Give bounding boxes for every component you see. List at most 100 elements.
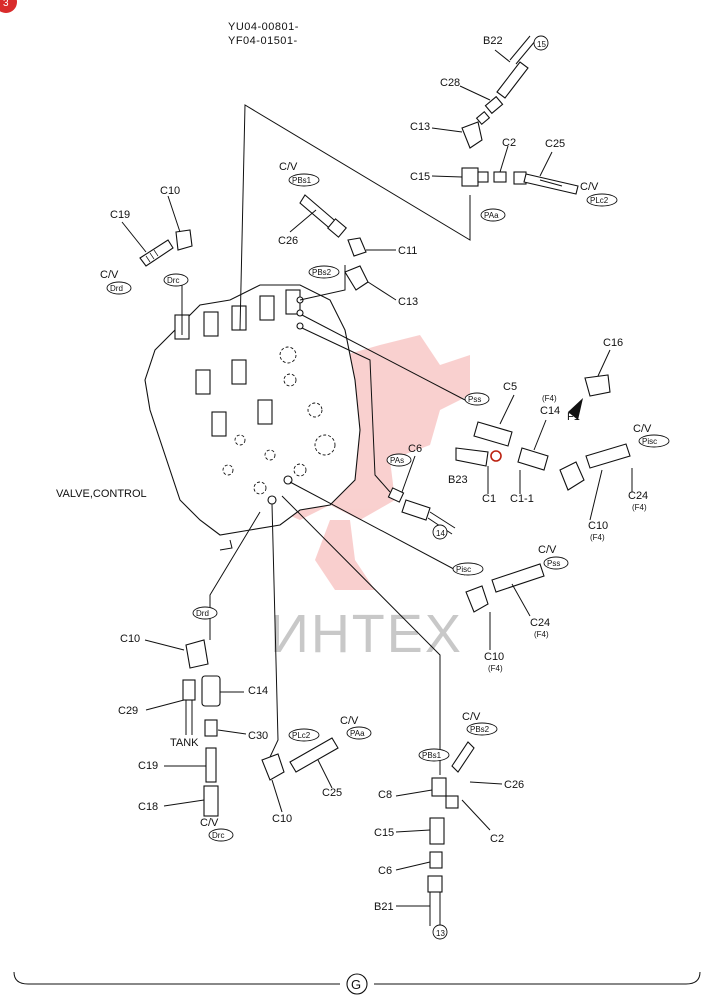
callout-cvb: C/V bbox=[279, 161, 298, 173]
callout-text: C19 bbox=[110, 209, 130, 221]
callout-text: PLc2 bbox=[590, 196, 609, 205]
callout-c14a: C14 bbox=[540, 405, 560, 417]
callout-text: C13 bbox=[398, 296, 418, 308]
callout-c15b: C15 bbox=[374, 827, 394, 839]
c6-b23-assembly bbox=[387, 487, 456, 535]
callout-drd-b: Drd bbox=[192, 606, 218, 620]
header-serial-2: YF04-01501- bbox=[228, 35, 298, 47]
callout-c24b: C24 bbox=[530, 617, 550, 629]
callout-text: Drc bbox=[167, 276, 179, 285]
callout-cvc: C/V bbox=[100, 269, 119, 281]
right-upper-fittings bbox=[455, 374, 631, 491]
callout-c19b: C19 bbox=[138, 760, 158, 772]
callout-text: C/V bbox=[100, 269, 119, 281]
callout-text: C10 bbox=[272, 813, 292, 825]
callout-text: C5 bbox=[503, 381, 517, 393]
callout-text: C10 bbox=[484, 651, 504, 663]
callout-text: PAa bbox=[484, 211, 499, 220]
callout-c13a: C13 bbox=[410, 121, 430, 133]
callout-text: B21 bbox=[374, 901, 394, 913]
left-c19-c10-assembly bbox=[139, 229, 193, 267]
callout-text: C24 bbox=[628, 490, 648, 502]
callout-c19a: C19 bbox=[110, 209, 130, 221]
callout-cvg: C/V bbox=[340, 715, 359, 727]
callout-pas: PAs bbox=[386, 453, 412, 467]
callout-text: C/V bbox=[279, 161, 298, 173]
callout-b23: B23 bbox=[448, 474, 468, 486]
header-serial-1: YU04-00801- bbox=[228, 21, 299, 33]
callout-c6a: C6 bbox=[408, 443, 422, 455]
callout-c15: 15 bbox=[533, 35, 549, 51]
callout-cvd: C/V bbox=[633, 423, 652, 435]
callout-f4d: (F4) bbox=[534, 630, 549, 639]
callout-text: (F4) bbox=[632, 503, 647, 512]
callout-pbs1a: PBs1 bbox=[288, 173, 320, 187]
control-valve-body bbox=[144, 284, 361, 551]
callout-c30: C30 bbox=[248, 730, 268, 742]
callout-text: C15 bbox=[410, 171, 430, 183]
c26-hose-assembly bbox=[299, 194, 369, 291]
corner-badge: 3 bbox=[0, 0, 17, 13]
callout-c28: C28 bbox=[440, 77, 460, 89]
callout-c2b: C2 bbox=[490, 833, 504, 845]
callout-text: C18 bbox=[138, 801, 158, 813]
callout-c1: C1 bbox=[482, 493, 496, 505]
callout-text: 14 bbox=[436, 529, 445, 538]
callout-c25b: C25 bbox=[322, 787, 342, 799]
page-marker-text: G bbox=[351, 977, 361, 992]
label-leaders bbox=[121, 49, 633, 907]
callout-cvh: C/V bbox=[462, 711, 481, 723]
callout-text: Drc bbox=[212, 831, 224, 840]
callout-text: C/V bbox=[462, 711, 481, 723]
callout-text: C29 bbox=[118, 705, 138, 717]
callout-text: C/V bbox=[340, 715, 359, 727]
callout-c10d: C10 bbox=[120, 633, 140, 645]
callout-c10c: C10 bbox=[484, 651, 504, 663]
lower-c10-c25-assembly bbox=[261, 737, 339, 781]
callout-pss-a: Pss bbox=[464, 392, 490, 406]
callout-c5: C5 bbox=[503, 381, 517, 393]
callout-c14: 14 bbox=[432, 524, 448, 540]
callout-f4c: (F4) bbox=[590, 533, 605, 542]
callout-text: C14 bbox=[248, 685, 268, 697]
watermark-text: ИНТЕХ bbox=[270, 604, 463, 664]
callout-b22: B22 bbox=[483, 35, 503, 47]
callout-cve: C/V bbox=[538, 544, 557, 556]
callout-text: C24 bbox=[530, 617, 550, 629]
callout-text: C1-1 bbox=[510, 493, 534, 505]
callout-c1-1: C1-1 bbox=[510, 493, 534, 505]
lower-right-fitting-stack bbox=[427, 741, 475, 926]
callout-pbs1b: PBs1 bbox=[418, 748, 450, 762]
callout-text: C/V bbox=[200, 817, 219, 829]
callout-text: C15 bbox=[374, 827, 394, 839]
callout-text: PAs bbox=[390, 456, 404, 465]
callout-drc-a: Drc bbox=[163, 273, 189, 287]
callout-c8: C8 bbox=[378, 789, 392, 801]
callout-text: PBs1 bbox=[292, 176, 312, 185]
callout-c16: C16 bbox=[603, 337, 623, 349]
callout-c24a: C24 bbox=[628, 490, 648, 502]
callout-c18: C18 bbox=[138, 801, 158, 813]
callout-c6b: C6 bbox=[378, 865, 392, 877]
callout-c14b: C14 bbox=[248, 685, 268, 697]
callout-text: (F4) bbox=[590, 533, 605, 542]
pipe-routing-lines bbox=[181, 104, 471, 775]
callout-text: Pisc bbox=[456, 565, 471, 574]
callout-text: C2 bbox=[490, 833, 504, 845]
callout-c11: C11 bbox=[398, 245, 417, 257]
callout-text: Pisc bbox=[642, 437, 657, 446]
callout-plc2b: PLc2 bbox=[288, 728, 320, 742]
callout-text: C2 bbox=[502, 137, 516, 149]
callout-text: C19 bbox=[138, 760, 158, 772]
corner-badge-text: 3 bbox=[3, 0, 9, 9]
callout-text: C16 bbox=[603, 337, 623, 349]
callout-text: Pss bbox=[547, 559, 560, 568]
callout-plc2a: PLc2 bbox=[586, 193, 618, 207]
callout-text: C14 bbox=[540, 405, 560, 417]
callout-text: PAa bbox=[350, 729, 365, 738]
callout-paa-b: PAa bbox=[346, 726, 372, 740]
callout-text: C13 bbox=[410, 121, 430, 133]
